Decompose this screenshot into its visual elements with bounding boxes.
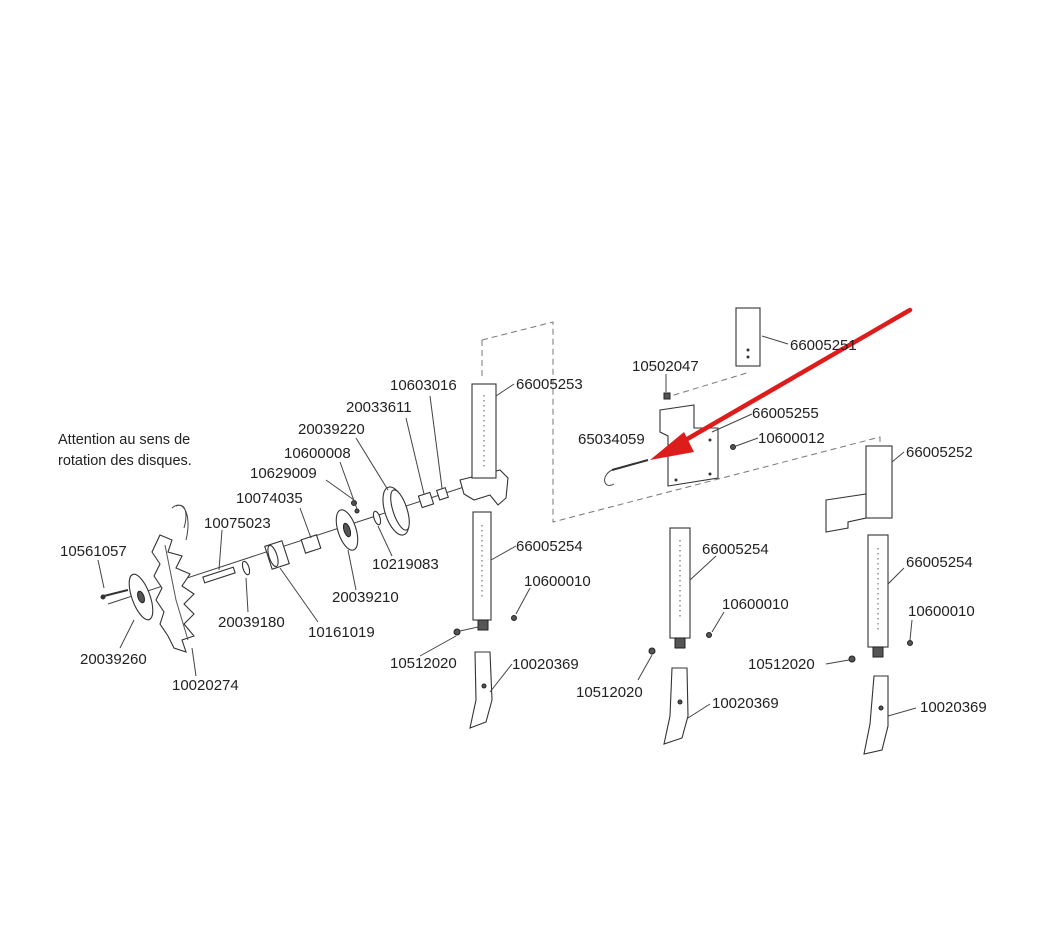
- part-label: 66005254: [702, 541, 769, 558]
- bolt-10075023: [202, 566, 236, 584]
- washer-10600010-c: [907, 640, 913, 646]
- part-label: 10629009: [250, 465, 317, 482]
- part-label: 66005254: [906, 554, 973, 571]
- part-label: 10502047: [632, 358, 699, 375]
- tube-66005254-c: [867, 534, 889, 648]
- part-label: 66005251: [790, 337, 857, 354]
- part-label: 10600010: [908, 603, 975, 620]
- blade-10020369-a: [469, 651, 493, 729]
- part-label: 10020369: [512, 656, 579, 673]
- part-label: 10512020: [390, 655, 457, 672]
- highlight-arrow: [650, 307, 913, 460]
- washer-10600008: [354, 508, 360, 514]
- bolt-10512020-b: [648, 647, 656, 655]
- washer-10600010-a: [511, 615, 517, 621]
- tube-66005252: [865, 445, 893, 519]
- rotation-arrow-icon: [171, 504, 189, 541]
- part-label: 20039260: [80, 651, 147, 668]
- part-label: 66005252: [906, 444, 973, 461]
- nut-10603016: [435, 487, 449, 501]
- washer-10600012: [730, 444, 736, 450]
- part-label: 20039180: [218, 614, 285, 631]
- column-3: [825, 445, 913, 755]
- part-label: 66005253: [516, 376, 583, 393]
- assembly-dashed-lines: [481, 321, 881, 523]
- ring-10219083: [372, 510, 382, 526]
- bolt-10512020-c: [848, 655, 856, 663]
- part-label: 10600010: [524, 573, 591, 590]
- part-label: 10219083: [372, 556, 439, 573]
- pin-65034059: [604, 459, 649, 486]
- column-1: [453, 383, 517, 729]
- part-label: 10075023: [204, 515, 271, 532]
- blade-10020369-c: [863, 675, 889, 755]
- bearing-10161019: [264, 540, 290, 570]
- rotation-note-line2: rotation des disques.: [58, 453, 192, 469]
- part-label: 66005254: [516, 538, 583, 555]
- column-2: [604, 307, 761, 745]
- bolt-10502047: [663, 392, 671, 400]
- part-label: 10020369: [712, 695, 779, 712]
- part-label: 10020369: [920, 699, 987, 716]
- part-label: 10603016: [390, 377, 457, 394]
- tube-66005254-b: [669, 527, 691, 639]
- blade-10020369-b: [663, 667, 689, 745]
- part-label: 20039220: [298, 421, 365, 438]
- part-label: 20039210: [332, 589, 399, 606]
- part-label: 65034059: [578, 431, 645, 448]
- disc-assembly: [100, 469, 509, 653]
- bolt-10512020-a: [453, 628, 461, 636]
- side-bracket-66005252: [825, 493, 867, 533]
- part-label: 10020274: [172, 677, 239, 694]
- star-disc-10020274: [151, 534, 195, 653]
- part-label: 10512020: [748, 656, 815, 673]
- washer-10600010-b: [706, 632, 712, 638]
- rotation-note-line1: Attention au sens de: [58, 432, 190, 448]
- part-label: 10561057: [60, 543, 127, 560]
- bolt-10561057: [100, 589, 129, 600]
- part-label: 10161019: [308, 624, 375, 641]
- part-label: 10074035: [236, 490, 303, 507]
- bracket-10603016: [459, 469, 509, 506]
- part-label: 10600012: [758, 430, 825, 447]
- part-label: 20033611: [346, 399, 412, 416]
- part-label: 10512020: [576, 684, 643, 701]
- part-label: 10600008: [284, 445, 351, 462]
- part-label: 66005255: [752, 405, 819, 422]
- collar-20033611: [417, 491, 435, 509]
- washer-20039180: [241, 560, 251, 576]
- leader-lines: [97, 335, 917, 719]
- part-label: 10600010: [722, 596, 789, 613]
- spacer-10074035: [300, 534, 322, 554]
